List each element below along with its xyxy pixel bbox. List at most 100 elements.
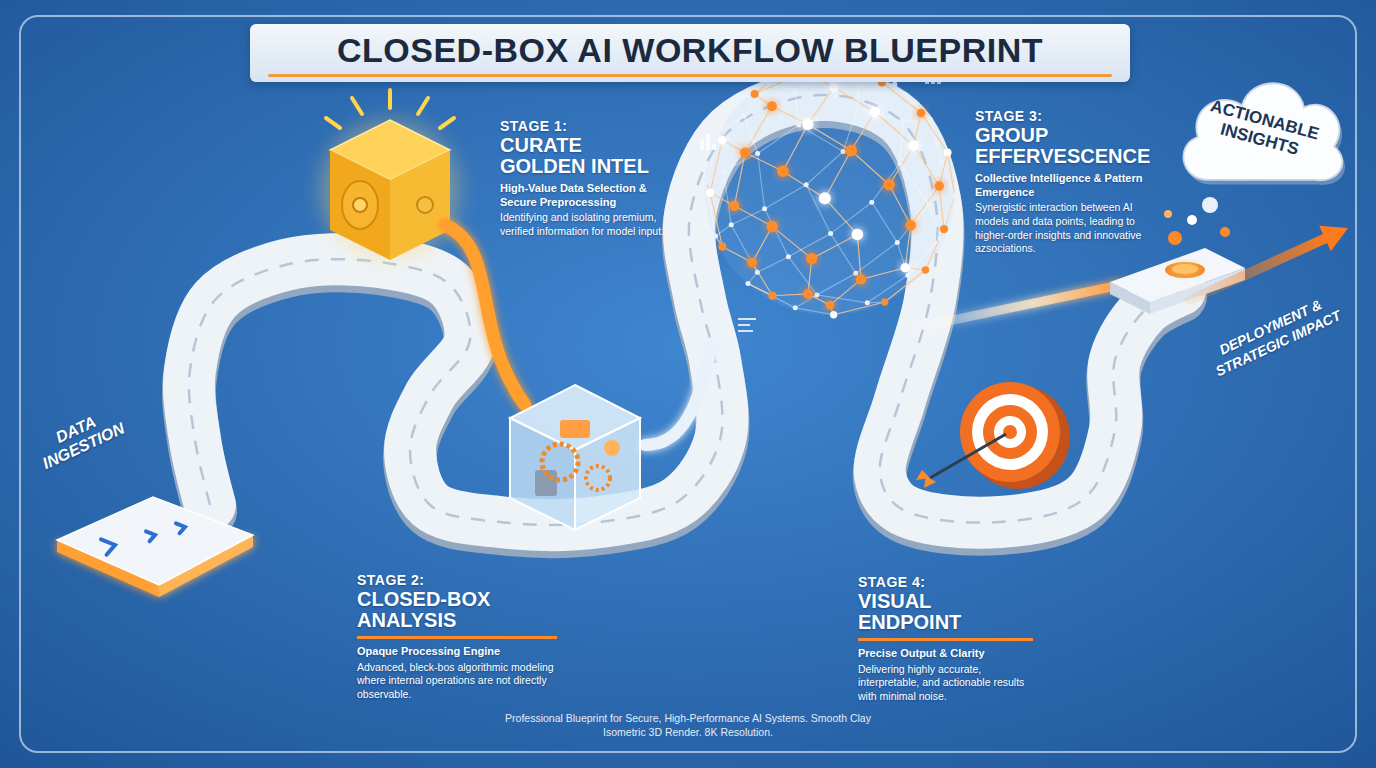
stage-heading: CLOSED-BOX ANALYSIS — [357, 589, 557, 639]
road-part — [189, 95, 1180, 525]
engine-cube-part — [542, 444, 578, 480]
network-sphere-part — [740, 147, 750, 157]
vault-icon-part-part — [388, 90, 392, 108]
network-sphere-part — [917, 109, 926, 118]
vault-icon-part-part — [352, 98, 362, 114]
chart-icons-part — [700, 140, 704, 150]
network-sphere-part — [806, 185, 830, 234]
network-sphere-part — [796, 122, 801, 127]
vault-icon-part-part — [418, 98, 428, 114]
bubbles-part — [1202, 197, 1218, 213]
vault-icon — [320, 90, 460, 260]
network-sphere-part — [857, 108, 903, 121]
network-sphere-part — [875, 112, 914, 146]
network-sphere-part — [926, 202, 931, 207]
network-sphere-part — [895, 84, 931, 119]
network-sphere-part — [792, 88, 797, 93]
insights-cloud: ACTIONABLE INSIGHTS — [1173, 70, 1350, 191]
network-sphere-part — [944, 149, 952, 157]
network-sphere-part — [834, 302, 885, 315]
network-sphere-part — [706, 183, 715, 236]
network-sphere-part — [829, 82, 839, 92]
network-sphere-part — [731, 209, 764, 225]
network-sphere-part — [752, 226, 772, 262]
network-sphere-part — [806, 253, 817, 264]
ingestion-pad: DATA INGESTION — [55, 495, 255, 600]
network-sphere-part — [940, 225, 948, 233]
network-sphere-part — [892, 82, 897, 87]
network-sphere-part — [724, 154, 758, 172]
network-sphere-part — [710, 193, 722, 247]
network-sphere-part — [900, 164, 929, 205]
network-sphere-part — [731, 225, 757, 273]
vault-icon-part — [330, 150, 390, 260]
caption-area: Professional Blueprint for Secure, High-… — [503, 712, 873, 739]
network-sphere-part — [721, 169, 726, 174]
output-beam — [905, 285, 1120, 330]
network-sphere-part — [935, 181, 944, 190]
network-sphere — [704, 62, 957, 318]
network-sphere-part — [929, 204, 940, 238]
network-sphere-part — [716, 225, 732, 236]
network-sphere-part — [895, 240, 900, 245]
network-sphere-part — [865, 300, 870, 305]
network-sphere-part — [742, 113, 747, 118]
network-sphere-part — [734, 206, 772, 227]
target-icon-part — [960, 382, 1060, 482]
vault-icon-part — [342, 181, 378, 229]
network-sphere-part — [939, 159, 944, 164]
network-sphere-part — [911, 186, 940, 225]
network-sphere-part — [793, 305, 798, 310]
chart-icons-part — [706, 134, 710, 150]
network-sphere-part — [897, 204, 928, 242]
network-sphere-part — [819, 192, 831, 204]
target-icon-part — [983, 405, 1037, 459]
network-sphere-part — [705, 65, 955, 315]
vault-icon-part — [320, 120, 460, 260]
network-sphere-part — [845, 145, 857, 157]
network-sphere-part — [765, 209, 789, 257]
network-sphere-part — [804, 182, 809, 187]
network-sphere-part — [889, 185, 910, 225]
network-sphere-part — [762, 206, 767, 211]
stage-block: STAGE 4:VISUAL ENDPOINTPrecise Output & … — [858, 574, 1033, 703]
engine-cube-part — [560, 420, 590, 438]
stage-heading: CURATE GOLDEN INTEL — [500, 135, 665, 177]
frame — [20, 16, 1356, 752]
network-sphere-part — [905, 273, 910, 278]
chart-icons-part — [738, 318, 756, 320]
stage-tag: STAGE 1: — [500, 118, 665, 135]
network-sphere-part — [803, 289, 813, 299]
network-sphere-part — [777, 165, 789, 177]
chart-icons-part — [712, 144, 716, 150]
network-sphere-part — [826, 301, 835, 310]
network-sphere-part — [908, 238, 940, 275]
title-underline — [268, 74, 1112, 77]
title: CLOSED-BOX AI WORKFLOW BLUEPRINT — [250, 24, 1130, 76]
caption: Professional Blueprint for Secure, High-… — [503, 712, 873, 739]
target-icon — [916, 382, 1070, 489]
data-pipe-part — [645, 345, 712, 445]
node-label: DATA INGESTION — [22, 398, 137, 478]
network-sphere-part — [729, 201, 739, 211]
bubbles-part — [1164, 210, 1172, 218]
network-sphere-part — [713, 233, 718, 238]
network-sphere-part — [758, 125, 799, 154]
network-sphere-part — [922, 266, 929, 273]
network-sphere-part — [900, 121, 903, 163]
stage-body: Delivering highly accurate, interpretabl… — [858, 663, 1033, 704]
chart-icons — [700, 66, 941, 332]
stage-body: Advanced, bleck-bos algorithmic modeling… — [357, 661, 557, 702]
engine-cube-part — [586, 466, 610, 490]
title-banner: CLOSED-BOX AI WORKFLOW BLUEPRINT — [250, 24, 1130, 82]
network-sphere-part — [856, 242, 897, 273]
dispenser-icon-part — [1110, 282, 1150, 314]
stage-block: STAGE 1:CURATE GOLDEN INTELHigh-Value Da… — [500, 118, 665, 239]
shape-part — [176, 523, 185, 533]
network-sphere-part — [853, 271, 858, 276]
network-sphere-part — [882, 82, 921, 113]
network-sphere-part — [861, 268, 905, 280]
target-icon-part — [924, 476, 936, 488]
